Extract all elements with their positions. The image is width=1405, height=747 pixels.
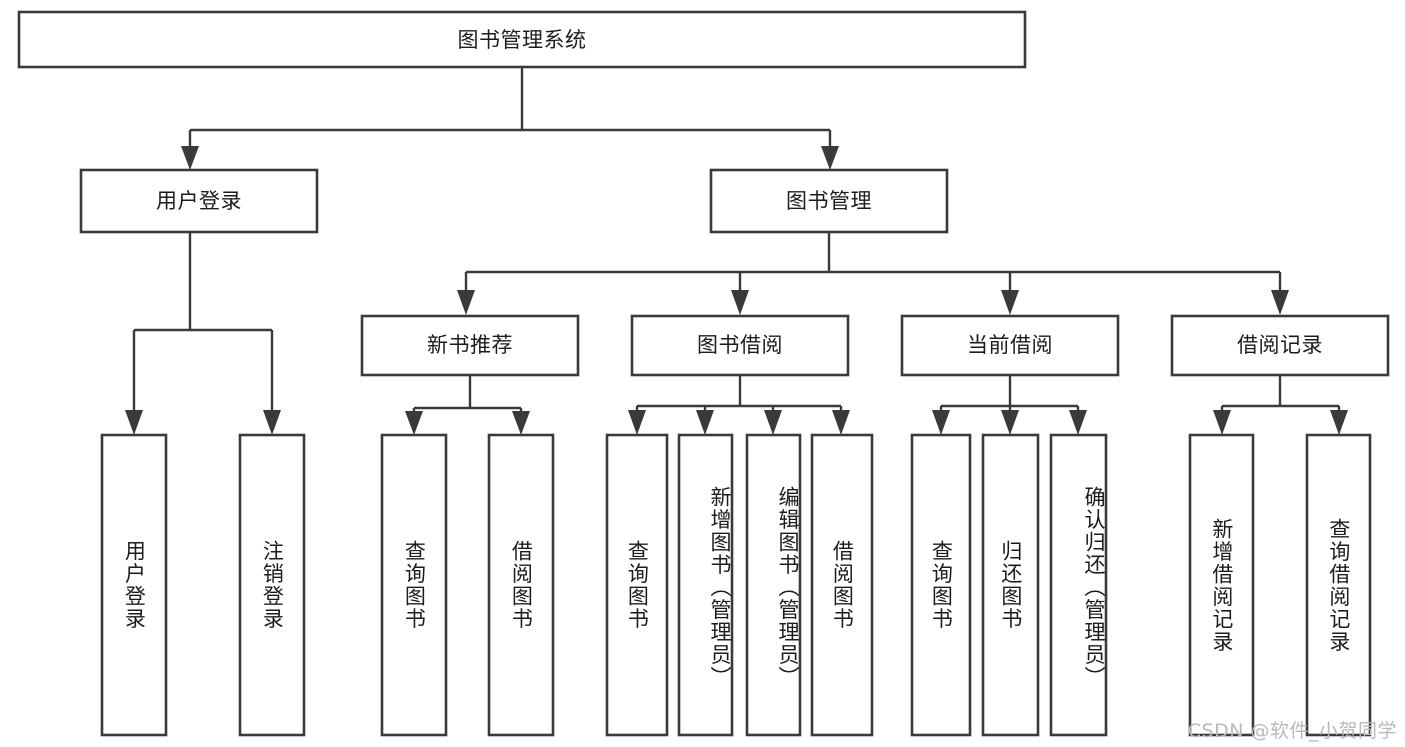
connector-group-borrow-records (1213, 375, 1348, 435)
arrowhead-borrow-leaf-4 (832, 410, 850, 435)
connector-group-root (181, 67, 839, 170)
node-current-borrow[interactable]: 当前借阅 (900, 314, 1120, 377)
arrowhead-root-to-user (181, 146, 199, 170)
csdn-watermark: CSDN @软件_小贺同学 (1187, 720, 1397, 742)
connector-group-book-borrow (628, 375, 850, 435)
arrowhead-borrow-leaf-3 (764, 410, 782, 435)
node-root-box[interactable] (17, 10, 1027, 69)
arrowhead-root-to-book (821, 146, 839, 170)
connector-group-user-login (125, 232, 281, 435)
node-root-label: 图书管理系统 (458, 28, 587, 52)
node-leaf-current-return-box[interactable] (981, 433, 1040, 737)
node-leaf-borrow-add-box[interactable] (677, 433, 734, 737)
arrowhead-current-leaf-1 (932, 410, 950, 435)
node-book-borrow[interactable]: 图书借阅 (630, 314, 850, 377)
node-leaf-borrow-edit-box[interactable] (745, 433, 802, 737)
arrowhead-records-leaf-2 (1330, 410, 1348, 435)
connector-group-book-manage (457, 232, 1289, 315)
arrowhead-user-leaf-2 (263, 410, 281, 435)
node-leaf-current-confirm-box[interactable] (1049, 433, 1108, 737)
connector-group-current-borrow (932, 375, 1087, 435)
node-leaf-user-login-box[interactable] (100, 433, 168, 737)
node-leaf-newbook-borrow-box[interactable] (487, 433, 555, 737)
node-leaf-newbook-query-box[interactable] (380, 433, 448, 737)
arrowhead-book-to-n3 (1001, 290, 1019, 315)
node-book-manage-box[interactable] (709, 168, 949, 234)
arrowhead-user-leaf-1 (125, 410, 143, 435)
arrowhead-book-to-n1 (457, 290, 475, 315)
node-borrow-records[interactable]: 借阅记录 (1170, 314, 1390, 377)
node-user-login-label: 用户登录 (156, 189, 242, 213)
node-leaf-user-logout-box[interactable] (238, 433, 306, 737)
node-book-borrow-label: 图书借阅 (697, 333, 783, 357)
leaf-boxes (100, 433, 1372, 737)
node-book-manage-label: 图书管理 (786, 189, 872, 213)
node-root[interactable]: 图书管理系统 (17, 10, 1027, 69)
node-leaf-records-query-box[interactable] (1305, 433, 1372, 737)
node-user-login-box[interactable] (79, 168, 319, 234)
arrowhead-current-leaf-2 (1001, 410, 1019, 435)
node-user-login[interactable]: 用户登录 (79, 168, 319, 234)
arrowhead-current-leaf-3 (1069, 410, 1087, 435)
arrowhead-book-to-n4 (1271, 290, 1289, 315)
connector-group-new-book (405, 375, 530, 435)
arrowhead-records-leaf-1 (1213, 410, 1231, 435)
node-new-book-recommend-label: 新书推荐 (427, 333, 513, 357)
node-book-borrow-box[interactable] (630, 314, 850, 377)
node-leaf-current-query-box[interactable] (910, 433, 972, 737)
node-current-borrow-label: 当前借阅 (967, 333, 1053, 357)
arrowhead-newbook-leaf-1 (405, 411, 423, 435)
node-borrow-records-label: 借阅记录 (1237, 333, 1323, 357)
node-new-book-recommend[interactable]: 新书推荐 (360, 314, 580, 377)
node-leaf-records-add-box[interactable] (1188, 433, 1255, 737)
node-new-book-recommend-box[interactable] (360, 314, 580, 377)
arrowhead-borrow-leaf-1 (628, 410, 646, 435)
node-book-manage[interactable]: 图书管理 (709, 168, 949, 234)
node-leaf-borrow-lend-box[interactable] (810, 433, 874, 737)
arrowhead-newbook-leaf-2 (512, 411, 530, 435)
arrowhead-book-to-n2 (731, 290, 749, 315)
node-leaf-borrow-query-box[interactable] (605, 433, 669, 737)
node-current-borrow-box[interactable] (900, 314, 1120, 377)
arrowhead-borrow-leaf-2 (696, 410, 714, 435)
node-borrow-records-box[interactable] (1170, 314, 1390, 377)
